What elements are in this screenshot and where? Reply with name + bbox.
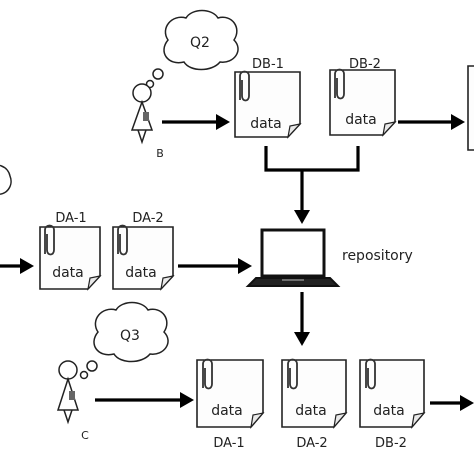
note-db1-content: data bbox=[250, 116, 282, 132]
note-db2: DB-2 data bbox=[329, 57, 397, 137]
thought-cloud-c: Q3 bbox=[79, 301, 169, 380]
note-db1: DB-1 data bbox=[234, 57, 302, 139]
note-db2-content: data bbox=[345, 112, 377, 128]
note-da1: DA-1 data bbox=[39, 211, 102, 291]
person-b-label: B bbox=[156, 147, 164, 160]
person-c-icon bbox=[56, 360, 80, 425]
repository-label: repository bbox=[342, 248, 413, 264]
arrow-c-to-notes bbox=[95, 392, 194, 408]
bracket-db-to-repository bbox=[264, 146, 360, 224]
note-c1-content: data bbox=[211, 403, 243, 419]
note-db1-title: DB-1 bbox=[252, 57, 284, 72]
note-da2-title: DA-2 bbox=[132, 211, 163, 226]
note-c2-title: DA-2 bbox=[296, 436, 327, 451]
note-da1-title: DA-1 bbox=[55, 211, 86, 226]
arrow-db2-to-right bbox=[398, 114, 465, 130]
query-q3-label: Q3 bbox=[120, 328, 140, 344]
note-da2-content: data bbox=[125, 265, 157, 281]
note-da2: DA-2 data bbox=[112, 211, 175, 291]
note-c2: data DA-2 bbox=[281, 358, 348, 451]
person-b-icon bbox=[130, 83, 154, 145]
note-c1: data DA-1 bbox=[196, 358, 265, 451]
note-c2-content: data bbox=[295, 403, 327, 419]
note-db2-title: DB-2 bbox=[349, 57, 381, 72]
note-da1-content: data bbox=[52, 265, 84, 281]
note-partial-right bbox=[467, 65, 474, 151]
thought-cloud-b: Q2 bbox=[145, 9, 239, 89]
note-c3-title: DB-2 bbox=[375, 436, 407, 451]
arrow-left-to-da1 bbox=[0, 258, 34, 274]
query-q2-label: Q2 bbox=[190, 35, 210, 51]
arrow-b-to-db1 bbox=[162, 114, 230, 130]
note-c3: data DB-2 bbox=[359, 358, 426, 451]
arrow-c3-to-right bbox=[430, 395, 474, 411]
laptop-icon bbox=[245, 228, 341, 287]
arrow-da2-to-repository bbox=[178, 258, 252, 274]
note-c1-title: DA-1 bbox=[213, 436, 244, 451]
person-c-label: C bbox=[81, 429, 89, 442]
thought-cloud-partial bbox=[0, 164, 12, 195]
note-c3-content: data bbox=[373, 403, 405, 419]
arrow-repository-down bbox=[294, 292, 310, 346]
